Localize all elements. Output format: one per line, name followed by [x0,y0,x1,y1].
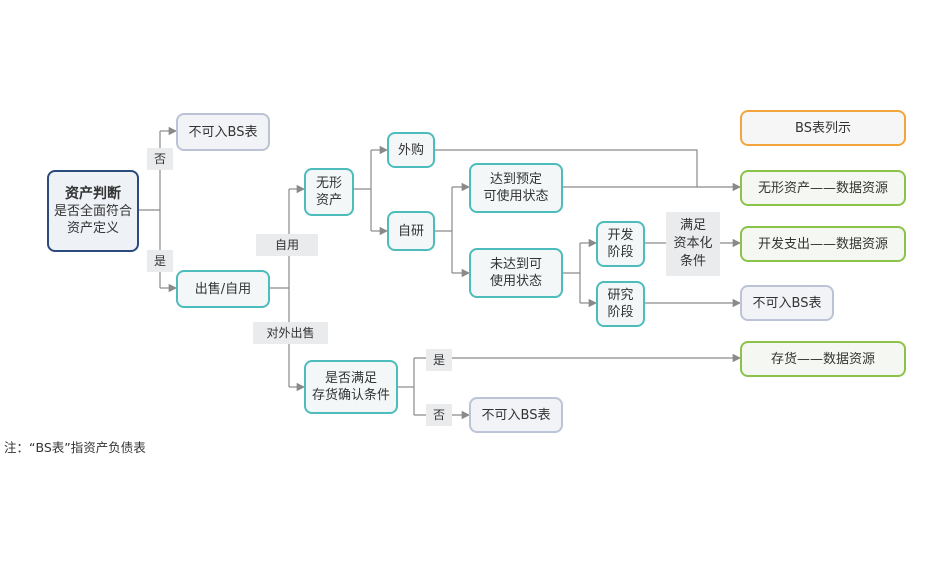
research-stage-node: 研究 阶段 [596,281,645,327]
not-ready-node: 未达到可 使用状态 [469,248,563,298]
root-line2: 资产定义 [66,220,119,236]
not-in-bs-top: 不可入BS表 [176,113,270,151]
outcome-inventory-data: 存货——数据资源 [740,341,906,377]
inventory-recognition-node: 是否满足 存货确认条件 [304,360,398,414]
label-yes: 是 [147,250,173,272]
not-in-bs-inventory: 不可入BS表 [469,397,563,433]
root-title: 资产判断 [65,185,121,202]
outcome-not-in-bs-research: 不可入BS表 [740,285,834,321]
outcome-intangible-data: 无形资产——数据资源 [740,170,906,206]
reach-ready-node: 达到预定 可使用状态 [469,163,563,213]
bs-listing-header: BS表列示 [740,110,906,146]
outcome-dev-expense-data: 开发支出——数据资源 [740,226,906,262]
root-asset-judgment: 资产判断 是否全面符合 资产定义 [47,170,139,252]
label-yes-inventory: 是 [426,349,452,371]
development-stage-node: 开发 阶段 [596,221,645,267]
footnote: 注：“BS表”指资产负债表 [4,440,146,455]
root-line1: 是否全面符合 [53,203,132,219]
label-no: 否 [147,148,173,170]
label-self-use: 自用 [256,234,318,256]
label-no-inventory: 否 [426,404,452,426]
sale-self-use-node: 出售/自用 [176,270,270,308]
label-external-sale: 对外出售 [253,322,328,344]
self-develop-node: 自研 [387,211,435,251]
intangible-asset-node: 无形 资产 [304,168,354,216]
purchase-node: 外购 [387,132,435,168]
label-capitalization-conditions: 满足 资本化 条件 [666,212,720,276]
